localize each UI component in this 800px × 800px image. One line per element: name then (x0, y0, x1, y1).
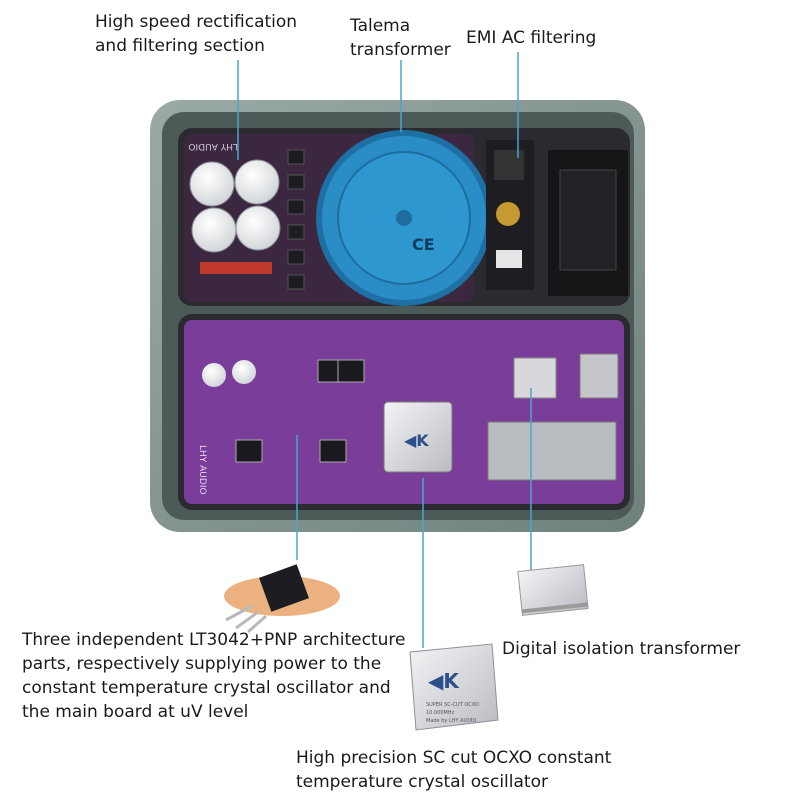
talema-toroidal-transformer: CE (316, 130, 492, 306)
isolation-transformer-on-board (513, 357, 557, 399)
leader-lines (237, 52, 532, 648)
callout-ldo: Three independent LT3042+PNP architectur… (22, 630, 406, 722)
callout-rectification: High speed rectification and filtering s… (95, 12, 298, 56)
iec-power-inlet (548, 150, 628, 296)
small-capacitors (202, 360, 256, 387)
rectifier-diodes (287, 149, 305, 290)
callout-ocxo: High precision SC cut OCXO constant temp… (296, 748, 612, 792)
ethernet-port (579, 353, 619, 399)
regulator-component-inset (224, 564, 340, 634)
ocxo-label-top: SUPER SC-CUT OCXO (426, 702, 479, 708)
brand-mark-top: LHY AUDIO (188, 141, 238, 151)
svg-text:◀K: ◀K (404, 431, 429, 450)
callout-transformer: Talema transformer (350, 16, 451, 60)
callout-isolation: Digital isolation transformer (502, 639, 741, 659)
svg-text:◀K: ◀K (428, 669, 460, 693)
filter-capacitors (189, 159, 281, 274)
ocxo-label-mid: 10.000MHz (426, 710, 455, 716)
sfp-cage (487, 421, 617, 481)
callout-emi: EMI AC filtering (466, 28, 597, 48)
isolation-transformer-inset (517, 564, 589, 616)
ocxo-on-board: ◀K (383, 401, 453, 473)
regulator-transistors (235, 359, 365, 463)
ce-mark: CE (412, 235, 435, 254)
ocxo-label-bot: Made by LHY AUDIO (426, 718, 477, 724)
ocxo-inset: ◀K SUPER SC-CUT OCXO 10.000MHz Made by L… (409, 643, 499, 731)
brand-mark-bottom: LHY AUDIO (197, 445, 207, 495)
emi-filter-module (486, 140, 534, 290)
